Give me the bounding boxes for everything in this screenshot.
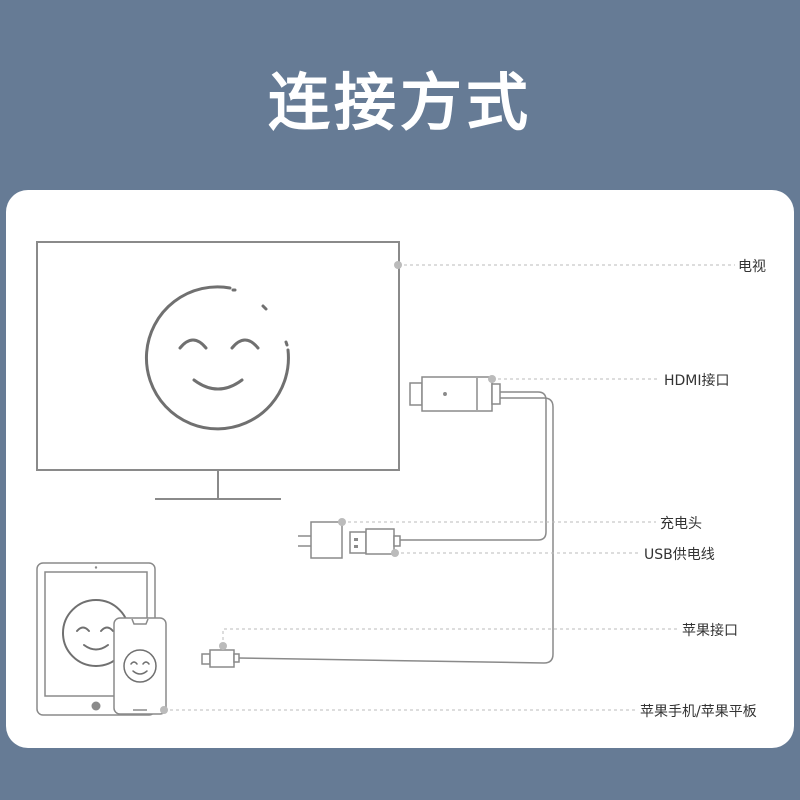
charger-head	[298, 521, 343, 559]
phone-smiley-icon	[123, 649, 157, 683]
tv-illustration	[36, 241, 400, 500]
label-tv: 电视	[738, 259, 766, 275]
lightning-plug	[201, 649, 240, 668]
hdmi-connector	[409, 376, 501, 412]
usb-power-cable	[400, 391, 547, 541]
page-title: 连接方式	[267, 66, 532, 139]
label-device: 苹果手机/苹果平板	[640, 704, 757, 720]
label-charger: 充电头	[660, 516, 702, 532]
leader-dots	[160, 261, 496, 714]
leader-lines	[164, 264, 735, 711]
label-usb: USB供电线	[644, 547, 715, 563]
cables	[237, 391, 554, 664]
tv-screen	[36, 241, 400, 471]
usb-plug	[349, 528, 401, 555]
label-hdmi: HDMI接口	[664, 373, 730, 389]
smiley-face-icon	[144, 285, 290, 431]
phone-illustration	[113, 617, 167, 715]
lightning-cable	[237, 397, 554, 664]
label-lightning: 苹果接口	[682, 623, 738, 639]
